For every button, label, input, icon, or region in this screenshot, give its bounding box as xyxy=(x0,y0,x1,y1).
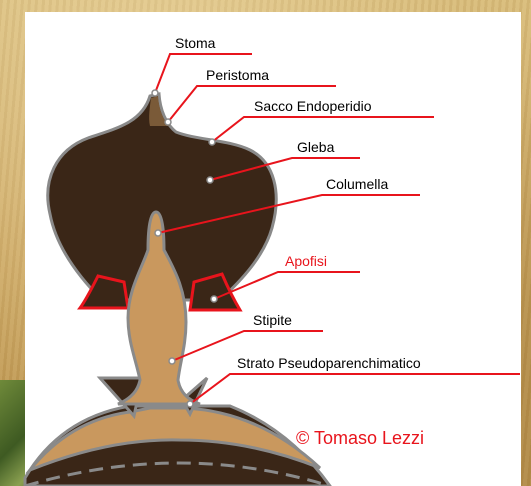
label-stipite: Stipite xyxy=(253,312,292,328)
dot-stoma xyxy=(152,90,158,96)
leader-strato xyxy=(190,374,520,404)
label-apofisi: Apofisi xyxy=(285,253,327,269)
label-sacco-endoperidio: Sacco Endoperidio xyxy=(254,98,372,114)
label-columella: Columella xyxy=(326,176,388,192)
dot-stipite xyxy=(169,358,175,364)
label-peristoma: Peristoma xyxy=(206,67,269,83)
dot-peristoma xyxy=(165,119,171,125)
label-stoma: Stoma xyxy=(175,35,216,51)
copyright-notice: © Tomaso Lezzi xyxy=(296,428,424,449)
dot-sacco xyxy=(209,139,215,145)
dot-columella xyxy=(155,230,161,236)
dot-gleba xyxy=(207,177,213,183)
label-strato-pseudoparenchimatico: Strato Pseudoparenchimatico xyxy=(237,355,421,371)
dot-apofisi xyxy=(211,296,217,302)
label-gleba: Gleba xyxy=(297,139,335,155)
dot-strato xyxy=(187,401,193,407)
